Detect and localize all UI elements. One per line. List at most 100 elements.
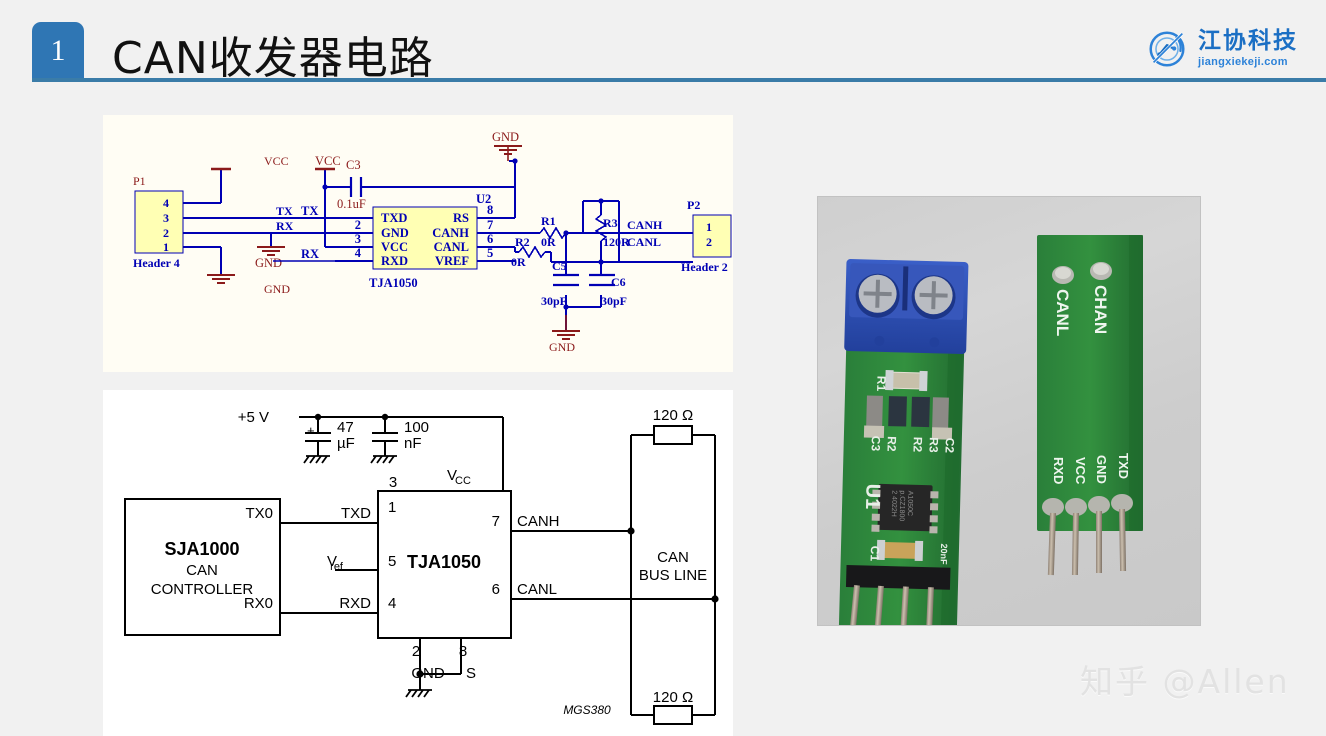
ic-marking-2: p.CZ1800: [898, 490, 906, 521]
label-c5-value: 30pF: [541, 294, 567, 308]
label-plus5v: +5 V: [238, 409, 269, 426]
block-diagram-drawing: +5 V + 47 µF 100 nF SJA1000 CAN CONTROLL…: [124, 407, 719, 725]
controller-pin-rx0: RX0: [244, 595, 273, 612]
pin-label-vcc: VCC: [1073, 457, 1088, 485]
cap2-value: 100: [404, 419, 429, 436]
vref-sub: ref: [330, 561, 344, 573]
transceiver-part: TJA1050: [407, 552, 481, 572]
screw-terminal-block: [844, 259, 969, 354]
schematic-drawing: P1 VCC GND 4 3 2 1 Header 4 TX RX: [133, 130, 732, 354]
pin-label-gnd: GND: [1094, 455, 1109, 484]
rxd-label: RXD: [339, 595, 371, 612]
logo-text-block: 江协科技 jiangxiekeji.com: [1198, 30, 1298, 68]
label-tja1050-sch: TJA1050: [369, 276, 418, 290]
label-r3-value: 120R: [603, 235, 630, 249]
label-header2: Header 2: [681, 260, 728, 274]
gnd-symbol-u2: [257, 246, 285, 256]
label-r3: R3: [603, 216, 618, 230]
u2-canl: CANL: [434, 240, 469, 254]
gnd-symbol-p1: [207, 274, 235, 284]
label-r1: R1: [541, 214, 556, 228]
label-c3-value: 0.1uF: [337, 197, 366, 211]
net-tx-left: TX: [276, 204, 293, 218]
label-vcc-p1: VCC: [264, 154, 289, 168]
u2-pin4: 4: [355, 246, 362, 260]
canl-label: CANL: [517, 581, 557, 598]
u2-pin3: 3: [355, 232, 361, 246]
pin-header-left: [845, 565, 951, 625]
txd-label: TXD: [341, 505, 371, 522]
controller-pin-tx0: TX0: [245, 505, 273, 522]
pad-label-canl: CANL: [1053, 289, 1072, 336]
silk-c2: C2: [942, 438, 956, 454]
silk-c3: C3: [869, 436, 883, 452]
logo-company-name: 江协科技: [1198, 28, 1298, 54]
p1-pin-4: 4: [163, 196, 169, 210]
net-rx-left: RX: [276, 219, 294, 233]
label-header4: Header 4: [133, 256, 180, 270]
u2-vcc: VCC: [381, 240, 408, 254]
silk-u1: U1: [861, 483, 884, 509]
tja-pin-3: 3: [389, 474, 397, 491]
label-gnd-mid: GND: [255, 256, 282, 270]
label-c6-value: 30pF: [601, 294, 627, 308]
right-board: CANL CHAN RXD VCC GND TXD: [1037, 235, 1143, 576]
net-canh: CANH: [627, 218, 663, 232]
vcc-label: V: [447, 467, 457, 484]
u2-gnd: GND: [381, 226, 409, 240]
silk-c1: C1: [868, 546, 882, 562]
cap1-unit: µF: [337, 435, 355, 452]
tja-pin-6: 6: [492, 581, 500, 598]
pad-label-chan: CHAN: [1091, 285, 1110, 334]
u2-pin8: 8: [487, 203, 493, 217]
bus-label-1: CAN: [657, 549, 689, 566]
left-board: A1050C p.CZ1800 2 4022H R1 C3 R2 R2 R3 C…: [838, 259, 969, 625]
transceiver-logo-icon: [1149, 31, 1185, 67]
gnd-symbol-bottom: [552, 330, 580, 340]
silk-r2a: R2: [885, 436, 899, 452]
slide-number-badge: 1: [32, 22, 84, 80]
u2-rxd: RXD: [381, 254, 408, 268]
label-r1-value: 0R: [541, 235, 556, 249]
p1-pin-3: 3: [163, 211, 169, 225]
u2-pin2: 2: [355, 218, 361, 232]
pin-label-txd: TXD: [1116, 453, 1131, 479]
bus-label-2: BUS LINE: [639, 567, 707, 584]
label-r2: R2: [515, 235, 530, 249]
page-title: CAN收发器电路: [112, 33, 434, 84]
label-gnd-p1: GND: [264, 282, 290, 296]
net-canl: CANL: [627, 235, 661, 249]
label-c3: C3: [346, 158, 361, 172]
u2-pin5: 5: [487, 246, 493, 260]
silk-r1: R1: [874, 376, 888, 392]
smd-components: A1050C p.CZ1800 2 4022H: [863, 369, 953, 562]
ground-symbols: [303, 455, 432, 698]
slide-header: 1 CAN收发器电路 江协科技 jiangxiekeji.com: [0, 0, 1326, 96]
label-u2: U2: [476, 192, 491, 206]
cap-c3: [349, 177, 363, 197]
brand-logo: 江协科技 jiangxiekeji.com: [1144, 24, 1298, 74]
tja-pin-5: 5: [388, 553, 396, 570]
pin-header-right: [1042, 494, 1133, 576]
tja-pin-2: 2: [412, 643, 420, 660]
pin-label-rxd: RXD: [1051, 457, 1066, 484]
label-c6: C6: [611, 275, 626, 289]
u2-rs: RS: [453, 211, 469, 225]
u2-vref: VREF: [435, 254, 469, 268]
ic-marking-3: 2 4022H: [890, 490, 898, 517]
controller-line3: CONTROLLER: [151, 581, 254, 598]
p2-pin-2: 2: [706, 235, 712, 249]
tja-pin-8: 8: [459, 643, 467, 660]
terminator-top: 120 Ω: [653, 407, 693, 424]
tja-pin-7: 7: [492, 513, 500, 530]
canh-label: CANH: [517, 513, 560, 530]
u2-pin7: 7: [487, 218, 493, 232]
p2-pin-1: 1: [706, 220, 712, 234]
tja-pin-1: 1: [388, 499, 396, 516]
figure-id: MGS380: [563, 703, 611, 717]
label-p2: P2: [687, 198, 700, 212]
label-gnd-rs: GND: [492, 130, 519, 144]
block-diagram-panel: +5 V + 47 µF 100 nF SJA1000 CAN CONTROLL…: [103, 390, 733, 736]
ic-marking-1: A1050C: [906, 491, 914, 516]
label-vcc-u2: VCC: [315, 154, 341, 168]
